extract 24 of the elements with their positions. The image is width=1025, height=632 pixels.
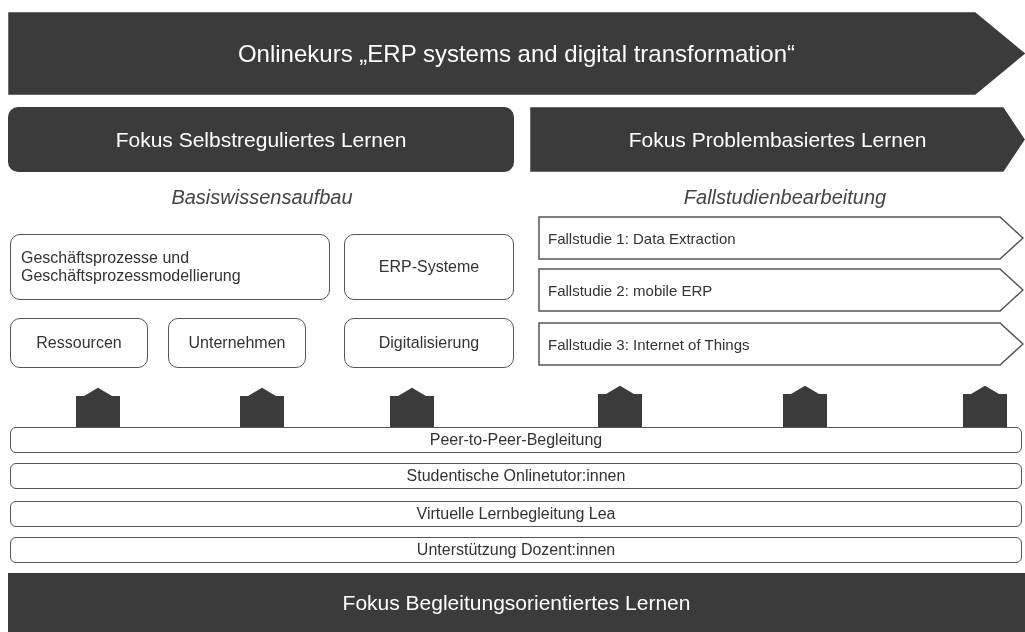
block-arrow: [783, 385, 827, 427]
support-band: Unterstützung Dozent:innen: [10, 537, 1022, 563]
column-heading: Basiswissensaufbau: [170, 186, 354, 209]
support-band: Virtuelle Lernbegleitung Lea: [10, 501, 1022, 527]
block-arrow: [963, 385, 1007, 427]
focus-header: Fokus Selbstreguliertes Lernen: [8, 107, 514, 172]
support-band: Peer-to-Peer-Begleitung: [10, 427, 1022, 453]
topic-box: ERP-Systeme: [344, 234, 514, 300]
case-study-box: Fallstudie 1: Data Extraction: [538, 216, 1024, 260]
course-title-banner: Onlinekurs „ERP systems and digital transformation“: [8, 12, 1025, 95]
case-study-box: Fallstudie 3: Internet of Things: [538, 322, 1024, 366]
topic-box: Geschäftsprozesse und Geschäftsprozessmodellierung: [10, 234, 330, 300]
block-arrow: [240, 387, 284, 427]
support-band: Studentische Onlinetutor:innen: [10, 463, 1022, 489]
focus-footer: Fokus Begleitungsorientiertes Lernen: [8, 573, 1025, 632]
topic-box: Ressourcen: [10, 318, 148, 368]
focus-header: Fokus Problembasiertes Lernen: [530, 107, 1025, 172]
block-arrow: [76, 387, 120, 427]
topic-box: Digitalisierung: [344, 318, 514, 368]
block-arrow: [598, 385, 642, 427]
block-arrow: [390, 387, 434, 427]
column-heading: Fallstudienbearbeitung: [682, 186, 888, 209]
case-study-box: Fallstudie 2: mobile ERP: [538, 268, 1024, 312]
topic-box: Unternehmen: [168, 318, 306, 368]
